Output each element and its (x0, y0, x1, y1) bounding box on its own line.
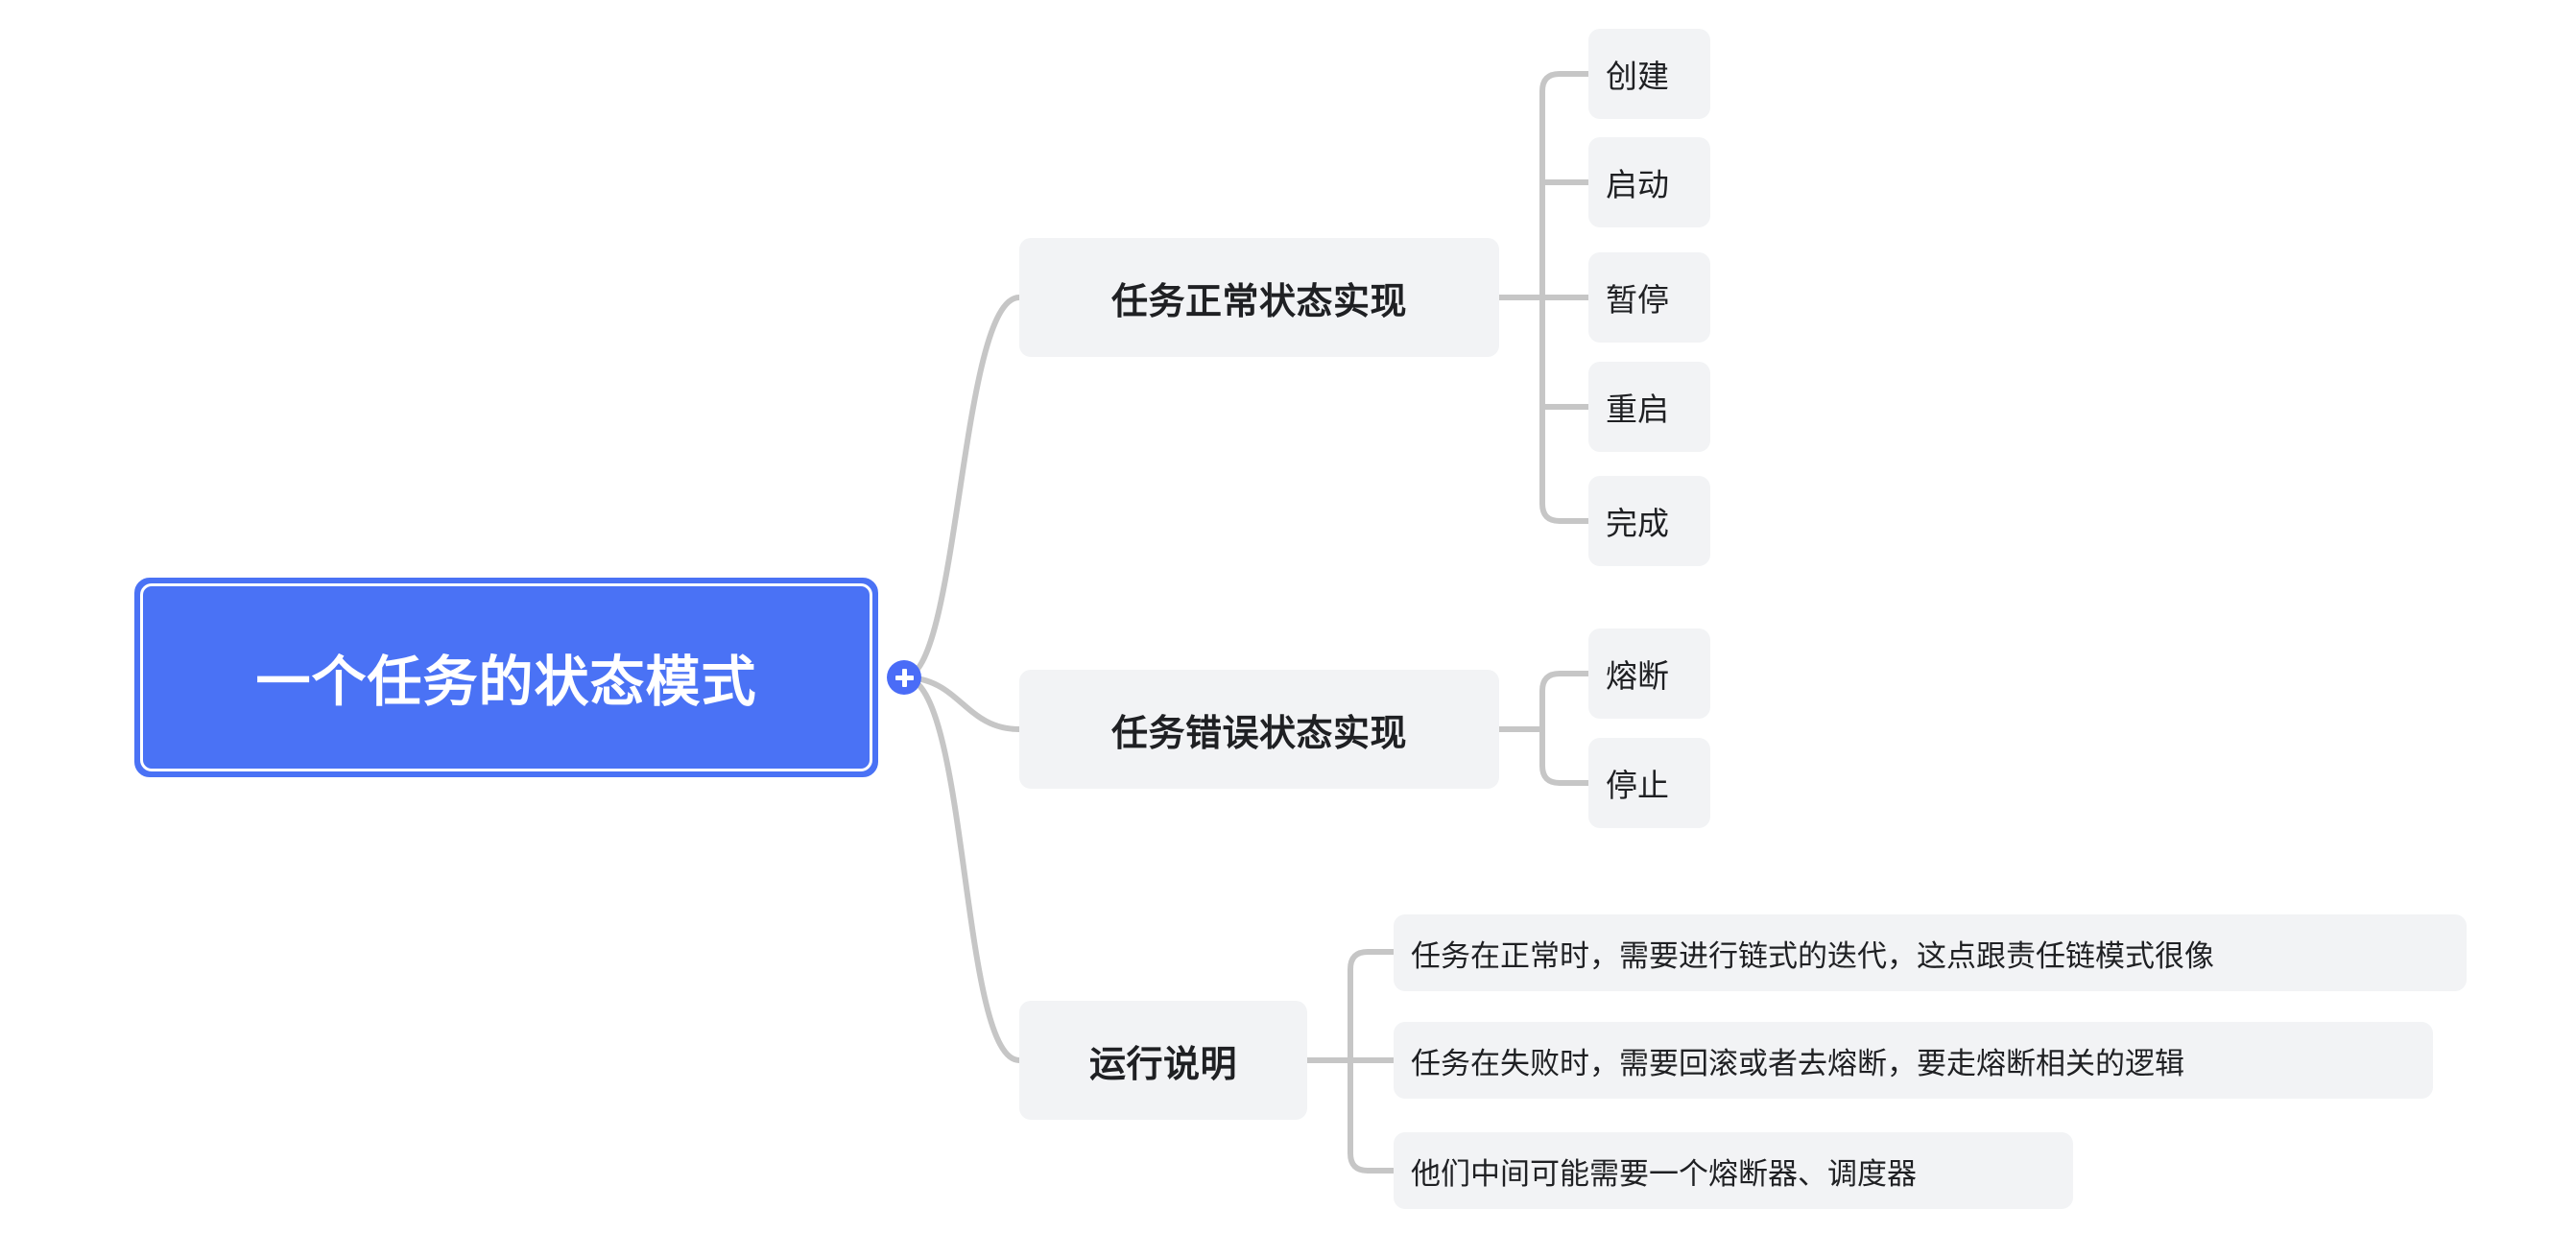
leaf-node-1-2[interactable]: 启动 (1588, 137, 1710, 227)
leaf-node-1-3-label: 暂停 (1606, 282, 1669, 318)
branch-node-1[interactable]: 任务正常状态实现 (1019, 238, 1499, 357)
branch-node-1-label: 任务正常状态实现 (1110, 281, 1407, 322)
leaf-node-3-1-label: 任务在正常时，需要进行链式的迭代，这点跟责任链模式很像 (1411, 938, 2214, 973)
branch-node-3-label: 运行说明 (1088, 1044, 1237, 1085)
leaf-node-1-2-label: 启动 (1606, 167, 1669, 202)
leaf-node-3-2-label: 任务在失败时，需要回滚或者去熔断，要走熔断相关的逻辑 (1411, 1046, 2184, 1080)
leaf-node-1-1-label: 创建 (1606, 59, 1669, 94)
leaf-node-1-5[interactable]: 完成 (1588, 476, 1710, 566)
edge-root-to-branch-1 (901, 295, 1022, 680)
branch-node-3[interactable]: 运行说明 (1019, 1001, 1307, 1120)
leaf-node-1-4[interactable]: 重启 (1588, 362, 1710, 452)
leaf-node-3-2[interactable]: 任务在失败时，需要回滚或者去熔断，要走熔断相关的逻辑 (1394, 1022, 2433, 1099)
leaf-node-1-4-label: 重启 (1606, 391, 1669, 427)
leaf-node-3-3[interactable]: 他们中间可能需要一个熔断器、调度器 (1394, 1132, 2073, 1209)
root-node-label: 一个任务的状态模式 (255, 652, 757, 713)
leaf-node-2-1-label: 熔断 (1606, 658, 1669, 694)
leaf-node-2-1[interactable]: 熔断 (1588, 628, 1710, 719)
root-node[interactable]: 一个任务的状态模式 (134, 578, 878, 777)
branch-node-2-label: 任务错误状态实现 (1110, 713, 1407, 754)
expand-toggle-button[interactable] (887, 660, 921, 695)
edge-branch-2-spine (1539, 671, 1591, 786)
edge-root-to-branch-3 (901, 675, 1022, 1063)
plus-icon-vertical (901, 668, 907, 687)
root-node-inner: 一个任务的状态模式 (140, 583, 872, 771)
edge-root-to-branch-2 (901, 675, 1022, 732)
edge-branch-1-spine (1539, 71, 1591, 524)
leaf-node-3-3-label: 他们中间可能需要一个熔断器、调度器 (1411, 1156, 1917, 1191)
leaf-node-1-3[interactable]: 暂停 (1588, 252, 1710, 343)
leaf-node-2-2-label: 停止 (1606, 768, 1669, 803)
leaf-node-3-1[interactable]: 任务在正常时，需要进行链式的迭代，这点跟责任链模式很像 (1394, 914, 2467, 991)
leaf-node-1-5-label: 完成 (1606, 506, 1669, 541)
edge-branch-3-spine (1348, 949, 1396, 1174)
branch-node-2[interactable]: 任务错误状态实现 (1019, 670, 1499, 789)
leaf-node-2-2[interactable]: 停止 (1588, 738, 1710, 828)
leaf-node-1-1[interactable]: 创建 (1588, 29, 1710, 119)
